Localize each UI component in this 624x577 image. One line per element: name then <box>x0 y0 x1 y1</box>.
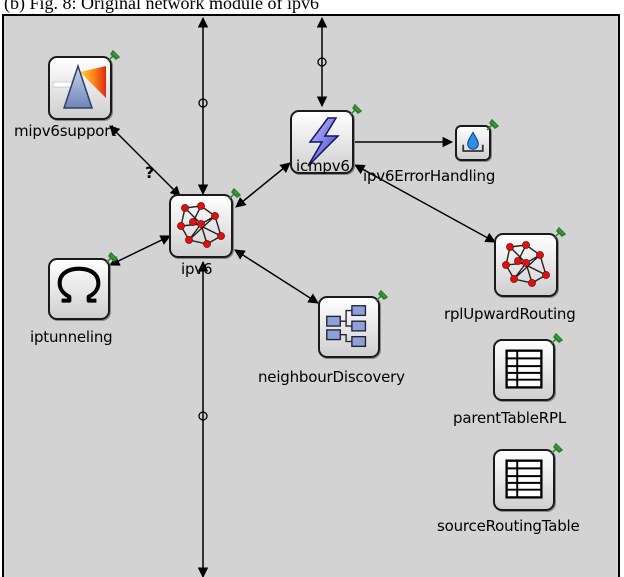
module-label: iptunneling <box>30 328 113 346</box>
module-mipv6support[interactable]: mipv6support <box>14 50 120 140</box>
icmpv6-rplupwardrouting-link[interactable] <box>354 164 496 243</box>
module-parenttablerpl[interactable]: parentTableRPL <box>453 333 566 427</box>
network-graph-icon <box>169 194 233 258</box>
prism-icon <box>48 56 112 120</box>
ipv6-icmpv6-link[interactable] <box>235 162 291 208</box>
pin-icon <box>486 119 499 131</box>
ipv6-lower-gate-marker <box>198 411 208 421</box>
ipv6-neighbourdiscovery-link[interactable] <box>234 249 319 304</box>
module-ipv6errorhandling[interactable]: ipv6ErrorHandling <box>363 119 499 185</box>
module-rplupwardrouting[interactable]: rplUpwardRouting <box>444 227 576 323</box>
network-graph-icon <box>494 233 558 297</box>
pin-icon <box>228 188 241 200</box>
droplet-icon <box>455 125 491 161</box>
table-icon <box>493 339 555 401</box>
module-icmpv6[interactable]: icmpv6 <box>290 104 362 175</box>
mipv6support-ipv6-link[interactable] <box>109 125 181 197</box>
ipv6-upper-gate-marker <box>198 98 208 108</box>
omega-icon <box>48 258 110 320</box>
pin-icon <box>349 104 362 116</box>
module-label: sourceRoutingTable <box>437 517 580 535</box>
module-neighbourdiscovery[interactable]: neighbourDiscovery <box>258 290 405 386</box>
pin-icon <box>107 50 120 62</box>
module-iptunneling[interactable]: iptunneling <box>30 252 118 346</box>
module-label: ipv6ErrorHandling <box>363 167 496 185</box>
module-ipv6[interactable]: ipv6 <box>169 188 241 278</box>
icmpv6-upper-gate-marker <box>317 57 327 67</box>
module-label: ipv6 <box>181 260 213 278</box>
pin-icon <box>550 333 563 345</box>
pin-icon <box>375 290 388 302</box>
iptunneling-ipv6-link[interactable] <box>109 235 171 266</box>
figure-caption: (b) Fig. 8: Original network module of i… <box>4 0 319 13</box>
table-icon <box>493 449 555 511</box>
module-label: icmpv6 <box>296 157 350 175</box>
tree-blocks-icon <box>318 296 380 358</box>
module-label: neighbourDiscovery <box>258 368 405 386</box>
pin-icon <box>553 227 566 239</box>
module-label: parentTableRPL <box>453 409 566 427</box>
pin-icon <box>550 443 563 455</box>
module-sourceroutingtable[interactable]: sourceRoutingTable <box>437 443 580 535</box>
pin-icon <box>105 252 118 264</box>
module-label: rplUpwardRouting <box>444 305 576 323</box>
module-label: mipv6support <box>14 122 116 140</box>
link-question-label: ? <box>145 163 154 182</box>
lightning-icon <box>290 110 354 174</box>
